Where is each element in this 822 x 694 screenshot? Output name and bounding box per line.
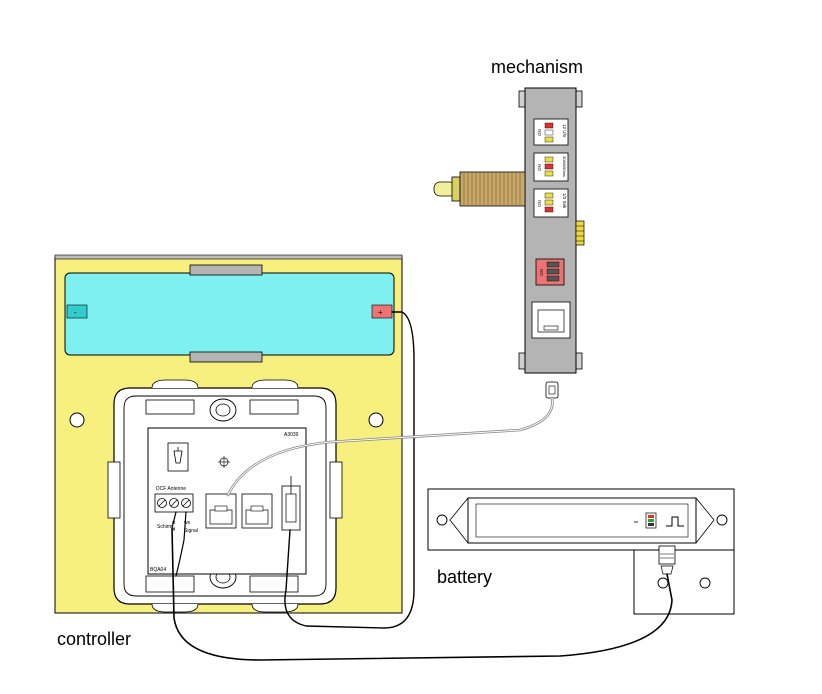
signal-label: Signal: [184, 528, 198, 534]
dip-label-2: 30/60/90ms: [562, 156, 567, 177]
led-indicator: [645, 512, 657, 529]
wire-battery-plus: [284, 311, 415, 629]
side-connector: [575, 220, 585, 246]
mechanism-rj-socket[interactable]: [531, 301, 571, 339]
svg-text:ON: ON: [537, 164, 542, 171]
mount-hole-right: [368, 412, 384, 428]
circuit-board: A3039 BQA04 DCF Antenne Schirm rt ws Sig…: [147, 427, 307, 575]
terminal-label-schirm: Schirm: [157, 524, 173, 530]
minus-terminal: [66, 304, 88, 319]
svg-text:ON: ON: [539, 269, 544, 276]
rj-jack-2: [241, 493, 273, 529]
board-model: A3039: [284, 432, 299, 438]
antenna-label: DCF Antenne: [156, 486, 186, 492]
rj-plug: [545, 381, 559, 399]
board-code: BQA04: [150, 567, 166, 573]
dip-switch-1[interactable]: ON 12 Uhr: [533, 118, 569, 146]
rj-jack-1: [205, 493, 237, 529]
battery-label: battery: [437, 567, 492, 587]
dip-switch-2[interactable]: ON 30/60/90ms: [533, 152, 569, 182]
mechanism-label: mechanism: [491, 57, 583, 77]
battery-pack: - +: [64, 264, 395, 363]
minus-sign: -: [74, 308, 77, 317]
battery-clip-top: [189, 264, 263, 276]
battery-module: [427, 488, 735, 615]
rail-hole-right: [716, 514, 728, 526]
battery-bracket: [633, 549, 735, 615]
dip-label-1: 12 Uhr: [562, 124, 567, 138]
wire-battery-module: [171, 527, 673, 661]
drive-shaft: [433, 171, 526, 207]
relay-component: [167, 442, 189, 472]
battery-clip-bottom: [189, 351, 263, 363]
controller-label: controller: [57, 629, 131, 649]
rail-hole-left: [436, 514, 448, 526]
dip-label-3: 1/2 Sek: [562, 193, 567, 209]
connector-block: [281, 476, 301, 531]
pulse-icon: [666, 516, 684, 527]
mechanism-unit: ON 12 Uhr ON 30/60/90ms ON 1/2 Sek ON: [433, 87, 585, 399]
svg-text:ON: ON: [537, 129, 542, 136]
controller: - +: [54, 254, 403, 614]
wires: [171, 311, 673, 661]
cable-gland: [658, 545, 676, 565]
dip-switch-3[interactable]: ON 1/2 Sek: [533, 188, 569, 218]
mount-hole-left: [69, 412, 85, 428]
dip-switch-red[interactable]: ON: [535, 258, 565, 286]
plus-sign: +: [378, 308, 383, 317]
terminal-label-ws: ws: [184, 520, 191, 526]
svg-text:ON: ON: [537, 200, 542, 207]
